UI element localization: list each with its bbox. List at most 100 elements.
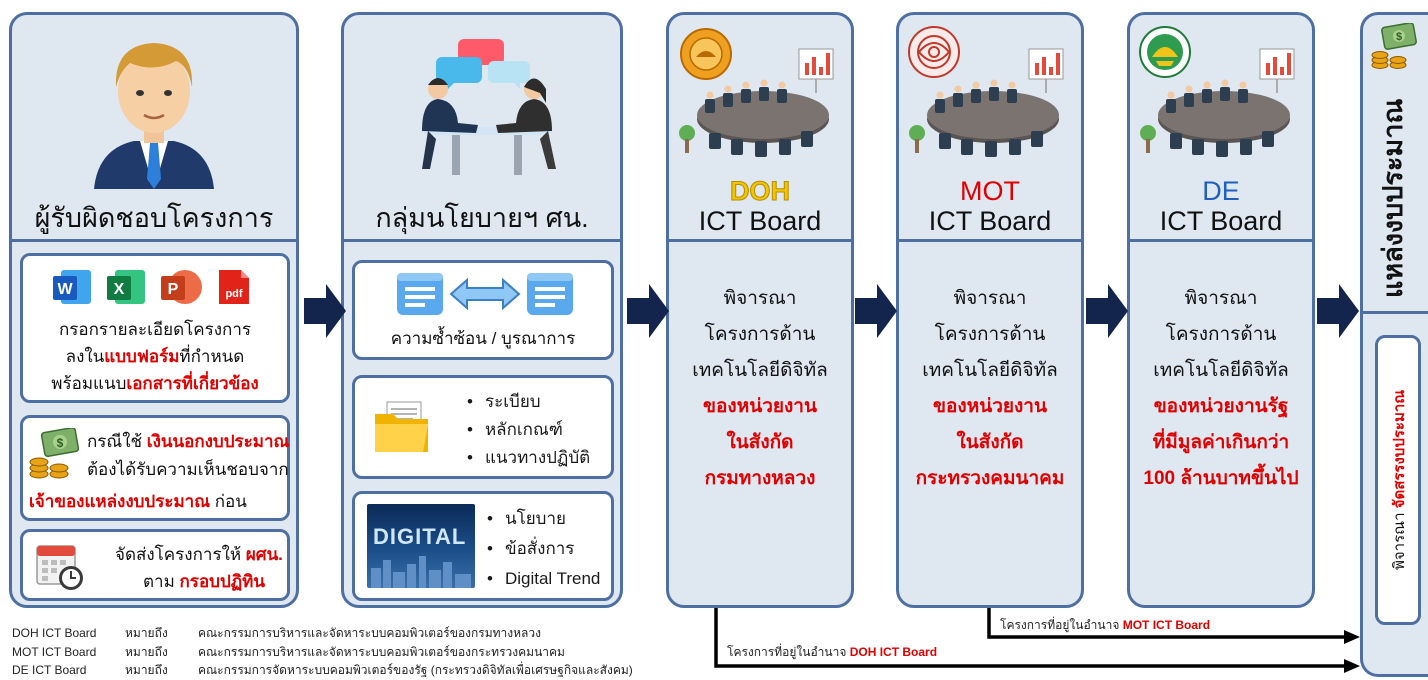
board-acronym: DOH [730, 176, 791, 207]
board-line: เทคโนโลยีดิจิทัล [1153, 360, 1289, 381]
svg-text:pdf: pdf [225, 288, 242, 300]
doh-flow-label: โครงการที่อยู่ในอำนาจ DOH ICT Board [727, 643, 937, 662]
board-line: พิจารณา [723, 288, 797, 309]
board-line: พิจารณา [953, 288, 1027, 309]
board-line: เทคโนโลยีดิจิทัล [692, 360, 828, 381]
panel-project-owner: ผู้รับผิดชอบโครงการ W X P pdf กรอกรายละเ… [9, 12, 299, 608]
regulation-item: ระเบียบ [467, 388, 590, 416]
excel-icon: X [107, 270, 145, 304]
arrow-right-icon [304, 284, 346, 338]
board-scope-line: ในสังกัด [726, 432, 794, 453]
off-budget-line-3-post: ก่อน [210, 492, 247, 511]
board-label: ICT Board [928, 206, 1052, 236]
regulation-list: ระเบียบ หลักเกณฑ์ แนวทางปฏิบัติ [467, 388, 590, 472]
board-line: พิจารณา [1184, 288, 1258, 309]
boardroom-illustration [1140, 48, 1295, 157]
file-icons: W X P pdf [53, 268, 263, 308]
off-budget-line-3: เจ้าของแหล่งงบประมาณ ก่อน [29, 488, 247, 515]
board-line: เทคโนโลยีดิจิทัล [922, 360, 1058, 381]
svg-text:W: W [57, 281, 73, 298]
documents-emphasis: เอกสารที่เกี่ยวข้อง [126, 374, 259, 393]
digital-label: DIGITAL [373, 524, 467, 549]
legend-definition: คณะกรรมการจัดหาระบบคอมพิวเตอร์ของรัฐ (กร… [198, 663, 633, 677]
arrow-right-icon [855, 284, 897, 338]
panel-title: ผู้รับผิดชอบโครงการ [34, 203, 274, 233]
businessman-avatar [94, 43, 214, 189]
budget-allocation-emphasis: จัดสรรงบประมาณ [1391, 389, 1408, 509]
off-budget-card: $ กรณีใช้ เงินนอกงบประมาณ ต้องได้รับความ… [20, 415, 290, 521]
budget-allocation-card: พิจารณา จัดสรรงบประมาณ [1375, 335, 1421, 625]
policy-card: DIGITAL นโยบาย ข้อสั่งการ Digital Trend [352, 491, 614, 601]
board-scope-line: ของหน่วยงาน [703, 396, 817, 417]
legend-term: DOH ICT Board [12, 626, 97, 640]
folder-icon [375, 401, 428, 452]
panel-divider [1363, 311, 1428, 314]
digital-image: DIGITAL [367, 504, 475, 588]
panel-divider [669, 239, 851, 242]
board-scope-line: กรมทางหลวง [704, 468, 816, 489]
panel-divider [1130, 239, 1312, 242]
panel-doh-board: DOH ICT Board พิจารณา โครงการด้าน เทคโนโ… [666, 12, 854, 608]
money-coins-icon: $ [29, 428, 79, 479]
submit-line-2: ตาม กรอบปฏิทิน [143, 568, 265, 595]
policy-item: ข้อสั่งการ [487, 534, 600, 564]
board-scope-line: กระทรวงคมนาคม [915, 468, 1065, 489]
mot-flow-pre: โครงการที่อยู่ในอำนาจ [1000, 618, 1123, 632]
off-budget-line-2: ต้องได้รับความเห็นชอบจาก [87, 460, 289, 479]
regulation-card: ระเบียบ หลักเกณฑ์ แนวทางปฏิบัติ [352, 375, 614, 479]
legend-definition: คณะกรรมการบริหารและจัดหาระบบคอมพิวเตอร์ข… [198, 626, 542, 640]
regulation-item: หลักเกณฑ์ [467, 416, 590, 444]
arrow-right-icon [627, 284, 669, 338]
calendar-pre: ตาม [143, 572, 180, 591]
legend-means: หมายถึง [125, 645, 168, 659]
board-label: ICT Board [698, 206, 822, 236]
arrow-right-icon [1086, 284, 1128, 338]
legend-term: MOT ICT Board [12, 645, 97, 659]
panel-policy-group: กลุ่มนโยบายฯ ศน. ความซ้ำซ้อน / บูรณาการ … [341, 12, 623, 608]
calendar-clock-icon [36, 545, 83, 590]
svg-text:P: P [168, 281, 179, 298]
policy-item: นโยบาย [487, 504, 600, 534]
board-line: โครงการด้าน [1165, 324, 1277, 345]
board-acronym: DE [1202, 176, 1240, 206]
fill-form-card: W X P pdf กรอกรายละเอียดโครงการ ลงในแบบฟ… [20, 253, 290, 403]
fill-form-line-3-pre: พร้อมแนบ [51, 374, 127, 393]
board-scope-line: ในสังกัด [956, 432, 1024, 453]
board-description: พิจารณา โครงการด้าน เทคโนโลยีดิจิทัล ของ… [669, 281, 851, 497]
meeting-illustration [422, 39, 556, 175]
policy-item: Digital Trend [487, 564, 600, 594]
board-line: โครงการด้าน [934, 324, 1046, 345]
panel-title: กลุ่มนโยบายฯ ศน. [375, 203, 589, 233]
submit-emphasis: ผศน. [245, 545, 283, 564]
fill-form-line-2-post: ที่กำหนด [179, 347, 245, 366]
off-budget-pre: กรณีใช้ [87, 432, 147, 451]
pdf-icon: pdf [219, 270, 249, 304]
fill-form-line-2: ลงในแบบฟอร์มที่กำหนด [23, 343, 287, 370]
off-budget-line-1: กรณีใช้ เงินนอกงบประมาณ [87, 428, 289, 455]
budget-source-title: แหล่งงบประมาณ [1378, 98, 1408, 298]
doh-logo [680, 28, 732, 80]
board-acronym: MOT [960, 176, 1020, 206]
fill-form-line-2-pre: ลงใน [65, 347, 105, 366]
legend-means: หมายถึง [125, 663, 168, 677]
doh-flow-emphasis: DOH ICT Board [849, 645, 938, 659]
board-label: ICT Board [1159, 206, 1283, 236]
doh-flow-pre: โครงการที่อยู่ในอำนาจ [727, 645, 850, 659]
submit-card: จัดส่งโครงการให้ ผศน. ตาม กรอบปฏิทิน [20, 529, 290, 601]
svg-text:$: $ [1396, 31, 1402, 43]
off-budget-emphasis: เงินนอกงบประมาณ [146, 432, 290, 451]
arrow-right-icon [1317, 284, 1359, 338]
svg-text:X: X [114, 281, 125, 298]
board-scope-line: ที่มีมูลค่าเกินกว่า [1152, 432, 1290, 453]
redundancy-card: ความซ้ำซ้อน / บูรณาการ [352, 260, 614, 360]
fill-form-text: กรอกรายละเอียดโครงการ ลงในแบบฟอร์มที่กำห… [23, 316, 287, 397]
svg-text:$: $ [57, 436, 64, 450]
legend-definition: คณะกรรมการบริหารและจัดหาระบบคอมพิวเตอร์ข… [198, 645, 565, 659]
board-scope-line: 100 ล้านบาทขึ้นไป [1143, 468, 1299, 489]
word-icon: W [53, 270, 91, 304]
form-emphasis: แบบฟอร์ม [104, 347, 180, 366]
board-description: พิจารณา โครงการด้าน เทคโนโลยีดิจิทัล ของ… [899, 281, 1081, 497]
panel-divider [899, 239, 1081, 242]
powerpoint-icon: P [161, 270, 202, 304]
budget-allocation-pre: พิจารณา [1391, 508, 1408, 571]
